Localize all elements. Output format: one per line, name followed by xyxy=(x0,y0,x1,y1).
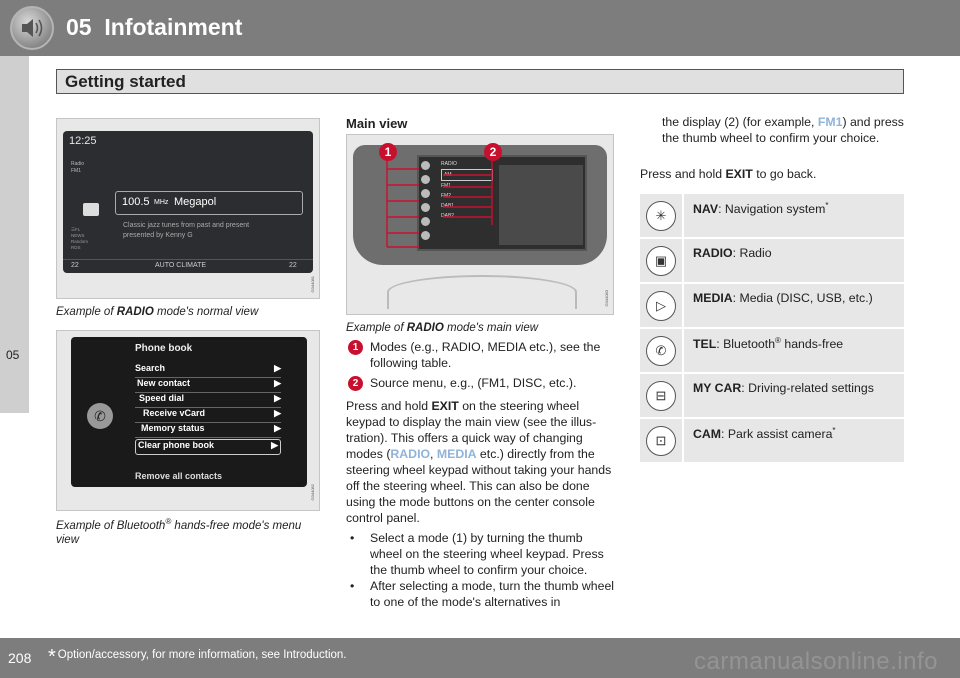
mode-row-radio: ▣ RADIO: Radio xyxy=(640,239,904,284)
mode-row-mycar: ⊟ MY CAR: Driving-related settings xyxy=(640,374,904,419)
climate-bar: 22 AUTO CLIMATE 22 xyxy=(63,259,313,273)
station-name: Megapol xyxy=(174,196,217,208)
main-display: RADIO AM FM1 FM2 DAB1 DAB2 xyxy=(417,155,587,251)
note-2: 2 Source menu, e.g., (FM1, DISC, etc.). xyxy=(346,375,616,391)
exit-instruction: Press and hold EXIT to go back. xyxy=(640,167,817,181)
mode-description: NAV: Navigation system* xyxy=(693,201,829,217)
mode-row-tel: ✆ TEL: Bluetooth® hands-free xyxy=(640,329,904,374)
section-header: Getting started xyxy=(56,69,904,94)
phone-book-title: Phone book xyxy=(135,343,193,354)
radio-icon: ▣ xyxy=(646,245,676,276)
figure-code: G044081 xyxy=(310,275,315,292)
frequency-unit: MHz xyxy=(154,199,169,206)
note-2-marker: 2 xyxy=(348,376,363,391)
phone-book-figure: Phone book ✆ Search▶ New contact▶ Speed … xyxy=(56,330,320,511)
menu-item[interactable]: New contact▶ xyxy=(135,378,281,393)
nav-icon: ✳ xyxy=(646,200,676,231)
note-1: 1 Modes (e.g., RADIO, MEDIA etc.), see t… xyxy=(346,339,616,371)
figure-code: G044083 xyxy=(604,289,609,306)
page-footer: 208 *Option/accessory, for more informat… xyxy=(0,638,960,678)
car-icon: ⊟ xyxy=(646,380,676,411)
phone-display: Phone book ✆ Search▶ New contact▶ Speed … xyxy=(71,337,307,487)
clock: 12:25 xyxy=(69,135,97,147)
mode-row-nav: ✳ NAV: Navigation system* xyxy=(640,194,904,239)
figure-code: G044082 xyxy=(310,483,315,500)
mode-description: RADIO: Radio xyxy=(693,246,772,260)
main-view-paragraph: Press and hold EXIT on the steering whee… xyxy=(346,399,612,525)
right-pane xyxy=(499,165,583,245)
side-tab-label: 05 xyxy=(6,348,20,362)
mode-row-cam: ⊡ CAM: Park assist camera* xyxy=(640,419,904,464)
callout-2: 2 xyxy=(484,143,502,161)
radio-view-caption: Example of RADIO mode's normal view xyxy=(56,306,259,318)
watermark: carmanualsonline.info xyxy=(694,648,938,675)
section-title: Getting started xyxy=(65,72,186,91)
chapter-title: 05 Infotainment xyxy=(66,14,243,40)
main-view-heading: Main view xyxy=(346,116,408,131)
station-info: Classic jazz tunes from past and present… xyxy=(123,222,250,239)
menu-item-selected[interactable]: Clear phone book▶ xyxy=(135,439,281,455)
mode-table: ✳ NAV: Navigation system* ▣ RADIO: Radio… xyxy=(640,194,904,464)
phone-menu: Search▶ New contact▶ Speed dial▶ Receive… xyxy=(135,363,281,455)
main-view-caption: Example of RADIO mode's main view xyxy=(346,322,539,334)
bullet-2: •After selecting a mode, turn the thumb … xyxy=(350,579,615,609)
menu-item[interactable]: Receive vCard▶ xyxy=(135,408,281,423)
menu-item[interactable]: Speed dial▶ xyxy=(135,393,281,408)
phone-view-caption: Example of Bluetooth® hands-free mode's … xyxy=(56,517,302,546)
speaker-icon xyxy=(10,6,54,50)
page-number: 208 xyxy=(8,650,32,666)
mode-description: MEDIA: Media (DISC, USB, etc.) xyxy=(693,291,873,305)
callout-lines xyxy=(386,159,493,248)
air-vent xyxy=(387,275,577,309)
camera-icon: ⊡ xyxy=(646,425,676,456)
menu-item[interactable]: Memory status▶ xyxy=(135,423,281,438)
mode-icons-column xyxy=(421,161,433,240)
station-box: 100.5 MHz Megapol xyxy=(115,191,303,215)
note-1-marker: 1 xyxy=(348,340,363,355)
main-view-figure: RADIO AM FM1 FM2 DAB1 DAB2 1 2 G044083 xyxy=(346,134,614,315)
frequency: 100.5 xyxy=(122,196,150,208)
menu-item[interactable]: Search▶ xyxy=(135,363,281,378)
mode-description: MY CAR: Driving-related settings xyxy=(693,381,874,395)
callout-1: 1 xyxy=(379,143,397,161)
footnote: *Option/accessory, for more information,… xyxy=(48,646,347,668)
chapter-side-tab: 05 xyxy=(0,56,29,413)
chapter-header: 05 Infotainment xyxy=(0,0,960,56)
phone-icon: ✆ xyxy=(646,335,676,366)
bullet-2-continued: the display (2) (for example, FM1) and p… xyxy=(662,115,904,145)
bullet-1: •Select a mode (1) by turning the thumb … xyxy=(350,531,604,577)
mode-row-media: ▷ MEDIA: Media (DISC, USB, etc.) xyxy=(640,284,904,329)
mode-description: CAM: Park assist camera* xyxy=(693,426,836,442)
media-icon: ▷ xyxy=(646,290,676,321)
remove-all-contacts[interactable]: Remove all contacts xyxy=(135,471,223,481)
mode-description: TEL: Bluetooth® hands-free xyxy=(693,336,844,352)
radio-mode-icon xyxy=(83,203,99,216)
phone-icon-large: ✆ xyxy=(87,403,113,429)
